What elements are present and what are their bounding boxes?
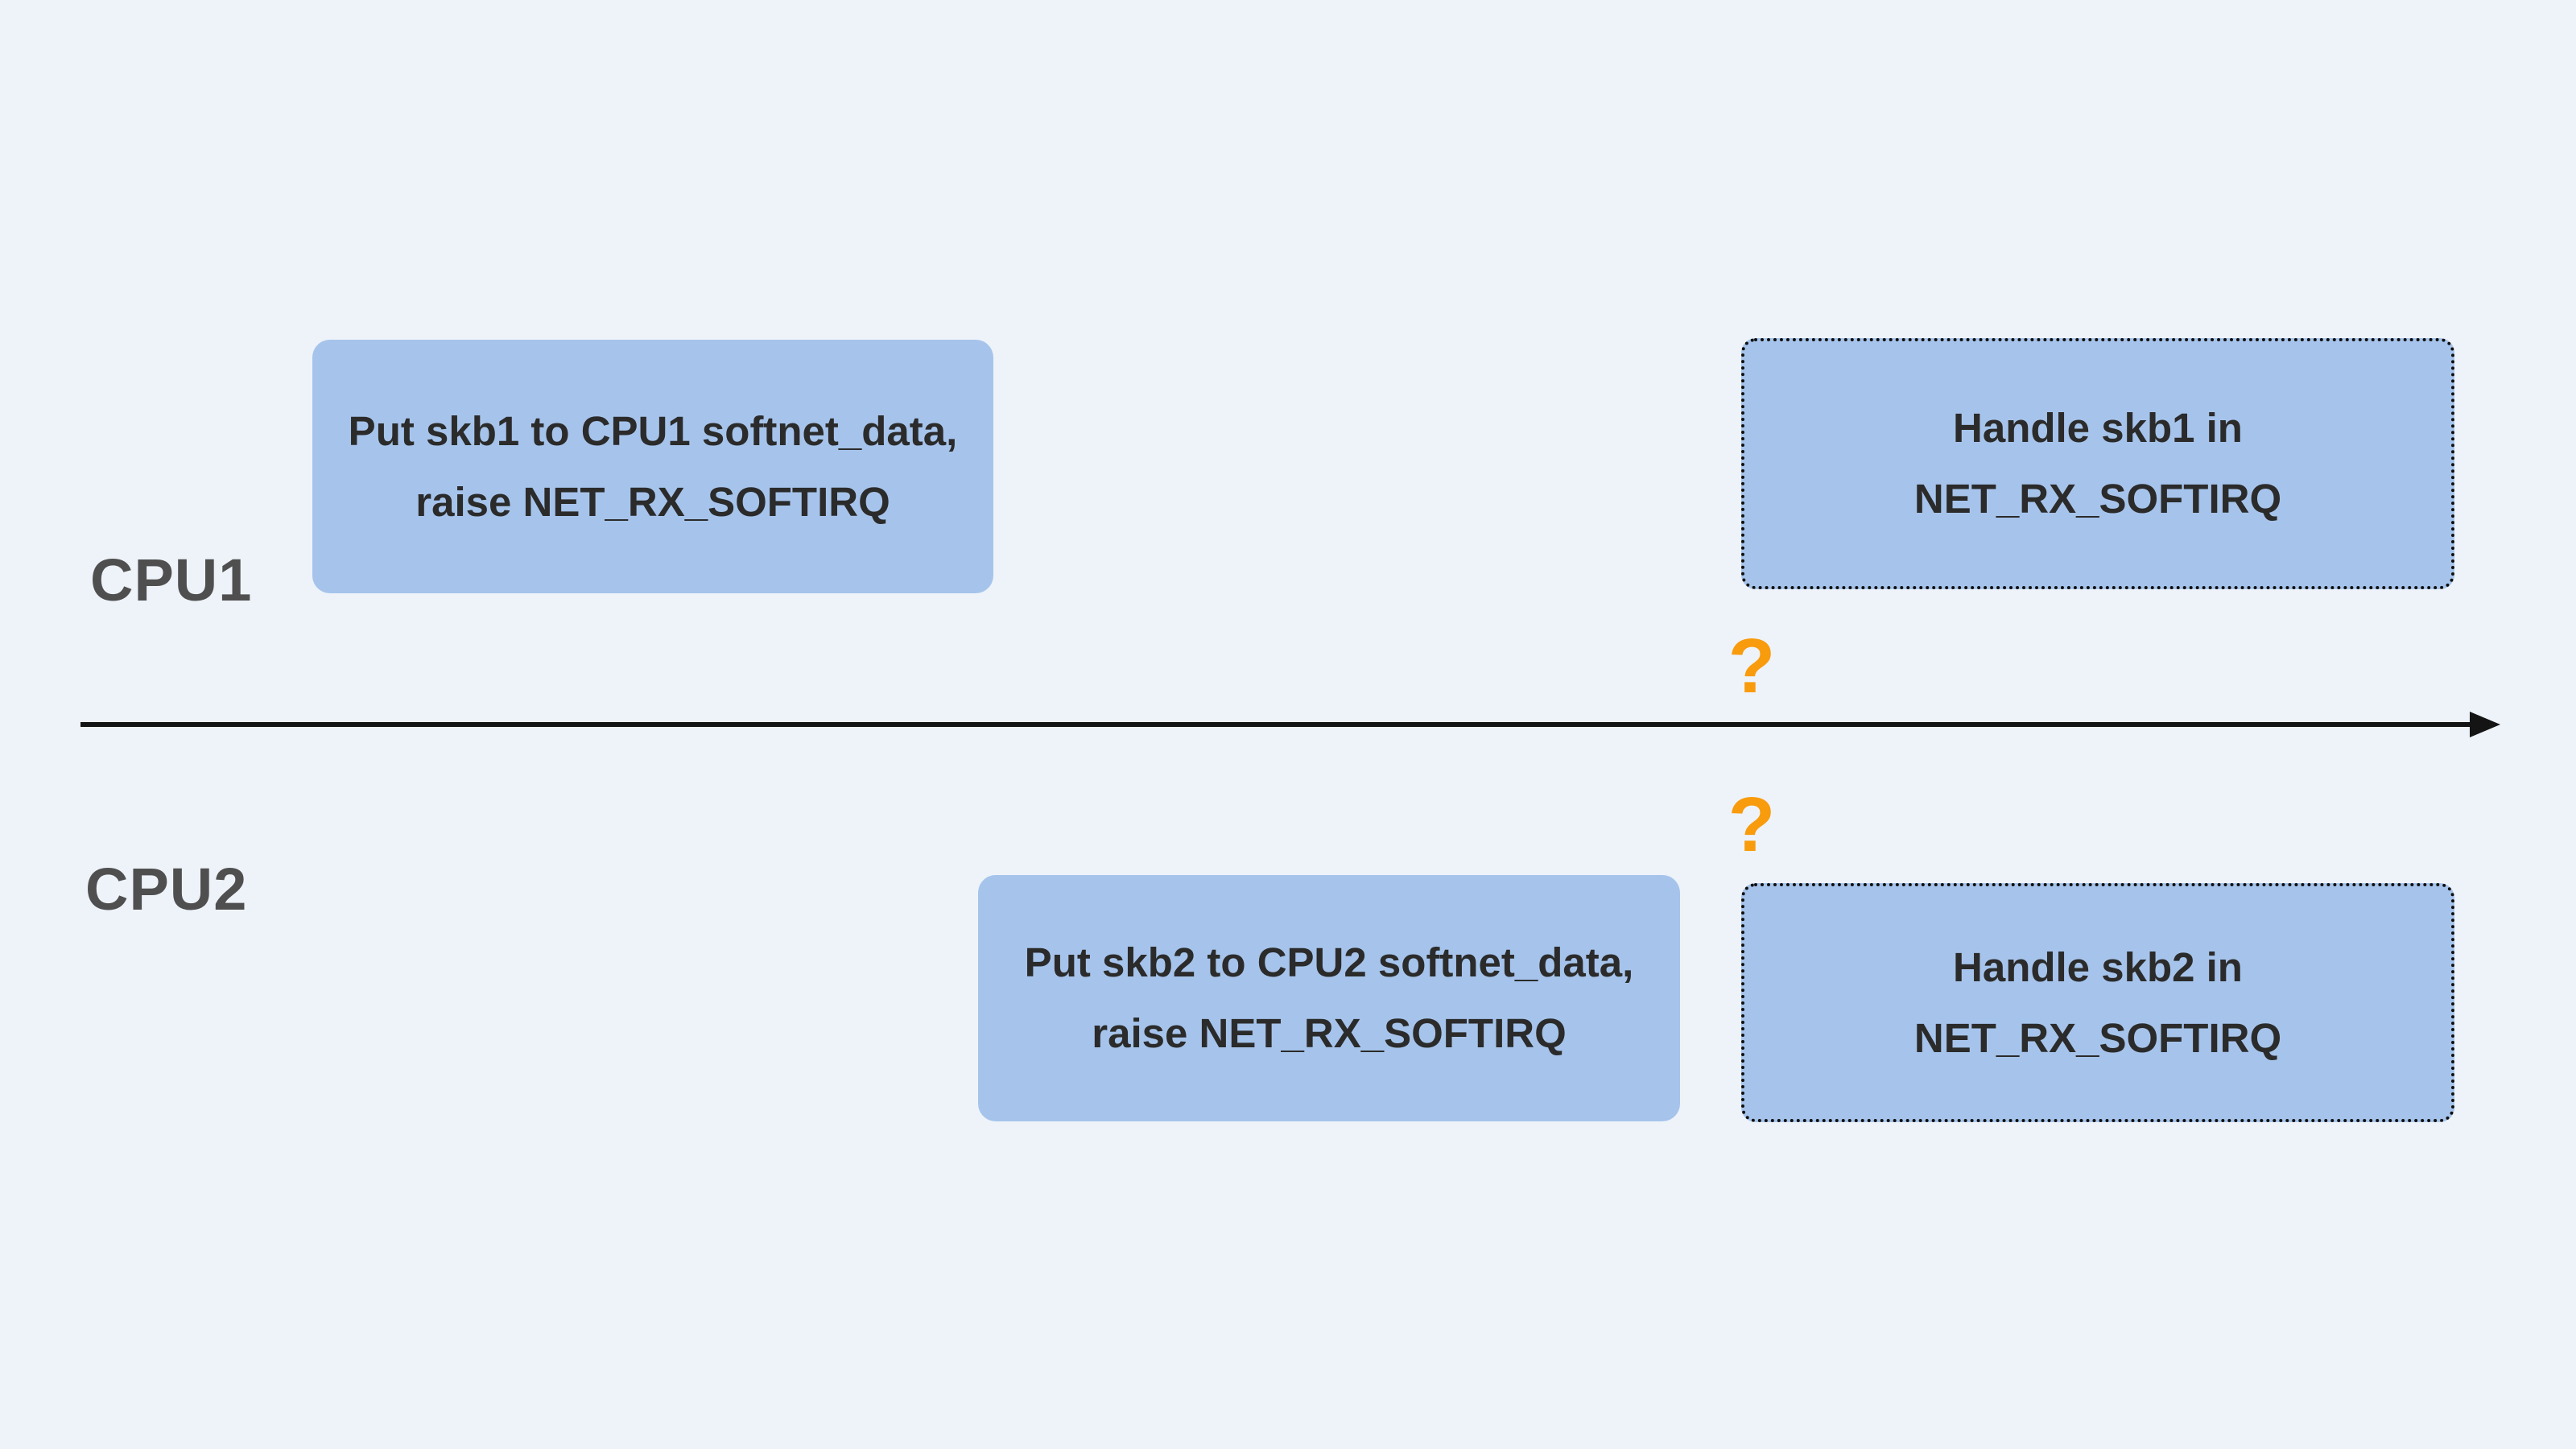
timeline-arrowhead-icon <box>2470 712 2500 737</box>
cpu2-handle-text-line2: NET_RX_SOFTIRQ <box>1913 1014 2282 1061</box>
cpu2-handle-text-line1: Handle skb2 in <box>1953 943 2243 990</box>
cpu1-enqueue-text-line1: Put skb1 to CPU1 softnet_data, <box>348 407 958 454</box>
cpu1-enqueue-text-line2: raise NET_RX_SOFTIRQ <box>415 478 890 525</box>
cpu1-handle-text-line2: NET_RX_SOFTIRQ <box>1913 476 2282 522</box>
cpu1-handle-text-line1: Handle skb1 in <box>1953 405 2243 451</box>
cpu1-enqueue-box: Put skb1 to CPU1 softnet_data, raise NET… <box>312 340 993 593</box>
cpu1-lane-label: CPU1 <box>90 547 253 613</box>
question-mark-bottom: ? <box>1728 782 1776 868</box>
cpu2-enqueue-text-line1: Put skb2 to CPU2 softnet_data, <box>1024 939 1634 985</box>
cpu2-handle-box: Handle skb2 in NET_RX_SOFTIRQ <box>1741 883 2454 1122</box>
question-mark-top: ? <box>1728 623 1776 709</box>
cpu2-enqueue-box: Put skb2 to CPU2 softnet_data, raise NET… <box>978 875 1680 1121</box>
timeline-line <box>80 722 2475 727</box>
cpu2-lane-label: CPU2 <box>85 856 248 923</box>
cpu2-enqueue-text-line2: raise NET_RX_SOFTIRQ <box>1092 1010 1567 1056</box>
cpu1-handle-box: Handle skb1 in NET_RX_SOFTIRQ <box>1741 338 2454 589</box>
